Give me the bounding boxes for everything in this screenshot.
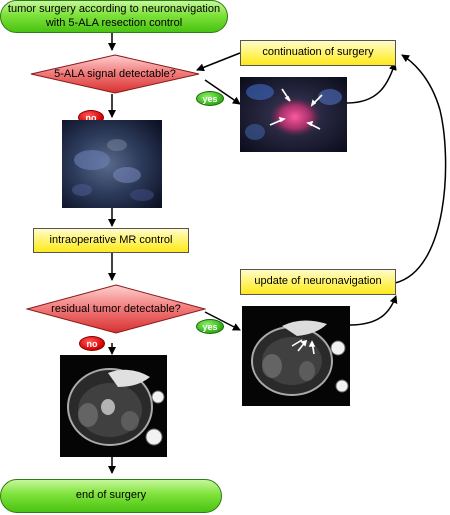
fluorescence-photo-1 xyxy=(62,120,162,208)
yes-badge-2: yes xyxy=(196,319,224,334)
arrow-decision2-yes xyxy=(204,311,241,331)
mri-image-residual xyxy=(242,306,350,406)
decision2-diamond xyxy=(26,284,206,334)
mri-image-no-residual xyxy=(60,355,167,457)
arrow-mri-to-update xyxy=(349,295,398,326)
fluorescence-image-no-signal xyxy=(62,120,162,208)
end-label: end of surgery xyxy=(75,489,147,502)
start-terminal: tumor surgery according to neuronavigati… xyxy=(0,0,228,33)
arrow-update-to-continuation xyxy=(394,54,447,284)
mr-control-box: intraoperative MR control xyxy=(33,228,189,253)
arrow-continuation-to-decision1 xyxy=(196,52,241,72)
mr-control-label: intraoperative MR control xyxy=(49,233,173,246)
end-terminal: end of surgery xyxy=(0,479,222,513)
decision1-diamond xyxy=(30,54,200,94)
mri-scan-1 xyxy=(242,306,350,406)
decision2-label: residual tumor detectable? xyxy=(51,303,181,315)
arrow-decision1-yes xyxy=(204,79,241,105)
decision1-label: 5-ALA signal detectable? xyxy=(54,68,176,80)
start-label: tumor surgery according to neuronavigati… xyxy=(7,3,221,29)
fluorescence-photo-2 xyxy=(240,77,347,152)
update-nav-box: update of neuronavigation xyxy=(240,269,396,295)
arrow-image-to-continuation xyxy=(346,62,397,104)
continuation-box: continuation of surgery xyxy=(240,40,396,66)
yes-badge-1: yes xyxy=(196,91,224,106)
fluorescence-image-signal xyxy=(240,77,347,152)
no-badge-2: no xyxy=(79,336,105,351)
mri-scan-2 xyxy=(60,355,167,457)
update-nav-label: update of neuronavigation xyxy=(254,275,382,288)
continuation-label: continuation of surgery xyxy=(262,46,374,59)
